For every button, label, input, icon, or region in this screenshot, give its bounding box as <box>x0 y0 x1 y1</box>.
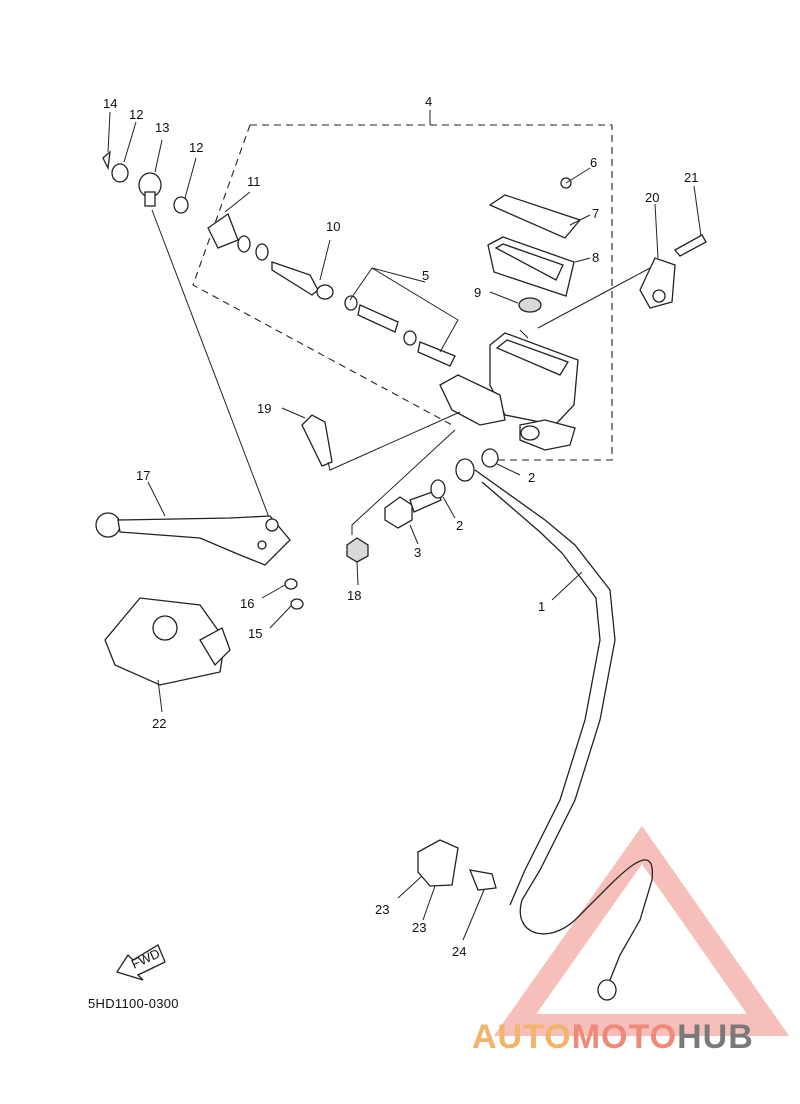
callout-6: 6 <box>590 155 597 170</box>
watermark-hub: HUB <box>677 1018 754 1056</box>
callout-3: 3 <box>414 545 421 560</box>
holder-23-24 <box>397 839 497 941</box>
callout-18: 18 <box>347 588 361 603</box>
watermark-triangle <box>493 825 790 1036</box>
callout-13: 13 <box>155 120 169 135</box>
callout-23a: 23 <box>375 902 389 917</box>
callout-24: 24 <box>452 944 466 959</box>
part-code: 5HD1100-0300 <box>88 996 179 1011</box>
assembly-outline <box>192 124 613 461</box>
callout-14: 14 <box>103 96 117 111</box>
callout-5: 5 <box>422 268 429 283</box>
callout-2b: 2 <box>456 518 463 533</box>
pivot-parts-12-14 <box>102 111 271 521</box>
callout-4: 4 <box>425 94 432 109</box>
pin-19 <box>281 407 461 471</box>
callout-12b: 12 <box>189 140 203 155</box>
float-9 <box>489 291 542 313</box>
callout-21: 21 <box>684 170 698 185</box>
callout-16: 16 <box>240 596 254 611</box>
reservoir-cap-7 <box>488 194 591 239</box>
piston-10 <box>271 239 334 300</box>
screw-6 <box>560 167 591 189</box>
rings-15-16 <box>261 578 304 629</box>
master-cylinder-body <box>439 329 579 451</box>
callout-20: 20 <box>645 190 659 205</box>
watermark-auto: AUTO <box>472 1018 572 1056</box>
callout-10: 10 <box>326 219 340 234</box>
watermark-logo: AUTOMOTOHUB <box>472 1018 754 1057</box>
boot-11 <box>207 191 269 261</box>
diaphragm-8 <box>487 236 591 297</box>
brake-hose-1 <box>455 458 654 1001</box>
callout-labels: 14 12 13 12 4 6 11 7 21 20 10 8 5 9 19 2… <box>103 94 698 959</box>
callout-8: 8 <box>592 250 599 265</box>
callout-11: 11 <box>247 174 261 189</box>
callout-12a: 12 <box>129 107 143 122</box>
callout-9: 9 <box>474 285 481 300</box>
lever-cover-22 <box>104 597 231 713</box>
callout-1: 1 <box>538 599 545 614</box>
lever-17 <box>95 481 291 566</box>
callout-15: 15 <box>248 626 262 641</box>
banjo-bolt-3 <box>384 448 521 545</box>
callout-17: 17 <box>136 468 150 483</box>
clamp-20-21 <box>537 185 707 329</box>
callout-7: 7 <box>592 206 599 221</box>
callout-19: 19 <box>257 401 271 416</box>
callout-23b: 23 <box>412 920 426 935</box>
callout-22: 22 <box>152 716 166 731</box>
cup-kit-5 <box>344 267 459 367</box>
callout-2a: 2 <box>528 470 535 485</box>
nut-18 <box>346 429 456 586</box>
watermark-moto: MOTO <box>571 1018 678 1056</box>
fwd-arrow-icon: FWD <box>115 944 166 981</box>
